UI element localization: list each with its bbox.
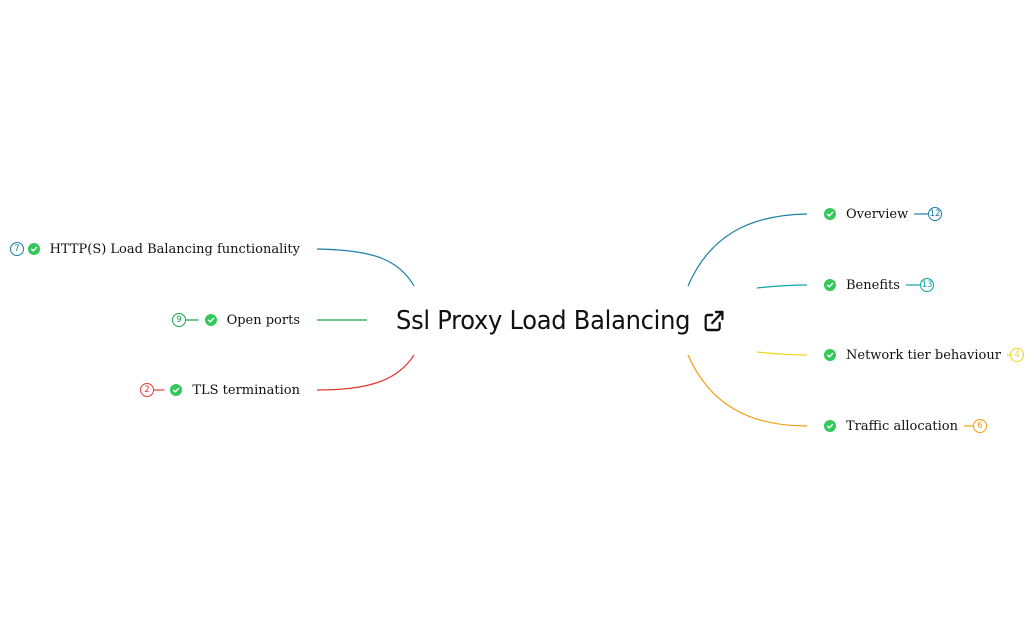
- topic-network-tier-behaviour[interactable]: Network tier behaviour: [824, 345, 1001, 365]
- topic-label: HTTP(S) Load Balancing functionality: [49, 241, 300, 257]
- check-circle-icon: [27, 243, 40, 255]
- child-count-badge[interactable]: 12: [928, 207, 942, 221]
- check-circle-icon: [204, 314, 217, 326]
- topic-overview[interactable]: Overview: [824, 204, 908, 224]
- child-count-badge[interactable]: 7: [10, 242, 24, 256]
- root-topic-title: Ssl Proxy Load Balancing: [396, 306, 691, 336]
- topic-label: Network tier behaviour: [846, 347, 1001, 363]
- topic-label: Overview: [846, 206, 909, 222]
- connector-line: [687, 354, 808, 427]
- topic-open-ports[interactable]: Open ports: [204, 310, 300, 330]
- connector-line: [316, 248, 415, 287]
- topic-tls-termination[interactable]: TLS termination: [170, 380, 300, 400]
- topic-http-load-balancing[interactable]: HTTP(S) Load Balancing functionality: [27, 239, 300, 259]
- check-circle-icon: [824, 279, 836, 291]
- check-circle-icon: [824, 208, 836, 220]
- connector-line: [756, 351, 808, 356]
- check-circle-icon: [824, 420, 836, 432]
- child-count-badge[interactable]: 6: [973, 419, 987, 433]
- child-count-badge[interactable]: 9: [172, 313, 186, 327]
- root-topic[interactable]: Ssl Proxy Load Balancing: [396, 300, 726, 342]
- topic-benefits[interactable]: Benefits: [824, 275, 900, 295]
- connector-line: [687, 213, 808, 287]
- connector-line: [316, 354, 415, 391]
- topic-label: Traffic allocation: [846, 418, 958, 434]
- topic-label: Open ports: [226, 312, 300, 328]
- child-count-badge[interactable]: 13: [920, 278, 934, 292]
- topic-traffic-allocation[interactable]: Traffic allocation: [824, 416, 958, 436]
- topic-label: Benefits: [846, 277, 900, 293]
- child-count-badge[interactable]: 2: [140, 383, 154, 397]
- connector-line: [756, 284, 808, 289]
- check-circle-icon: [824, 349, 836, 361]
- check-circle-icon: [170, 384, 183, 396]
- external-link-icon[interactable]: [703, 309, 725, 333]
- child-count-badge[interactable]: 4: [1010, 348, 1024, 362]
- topic-label: TLS termination: [192, 382, 300, 398]
